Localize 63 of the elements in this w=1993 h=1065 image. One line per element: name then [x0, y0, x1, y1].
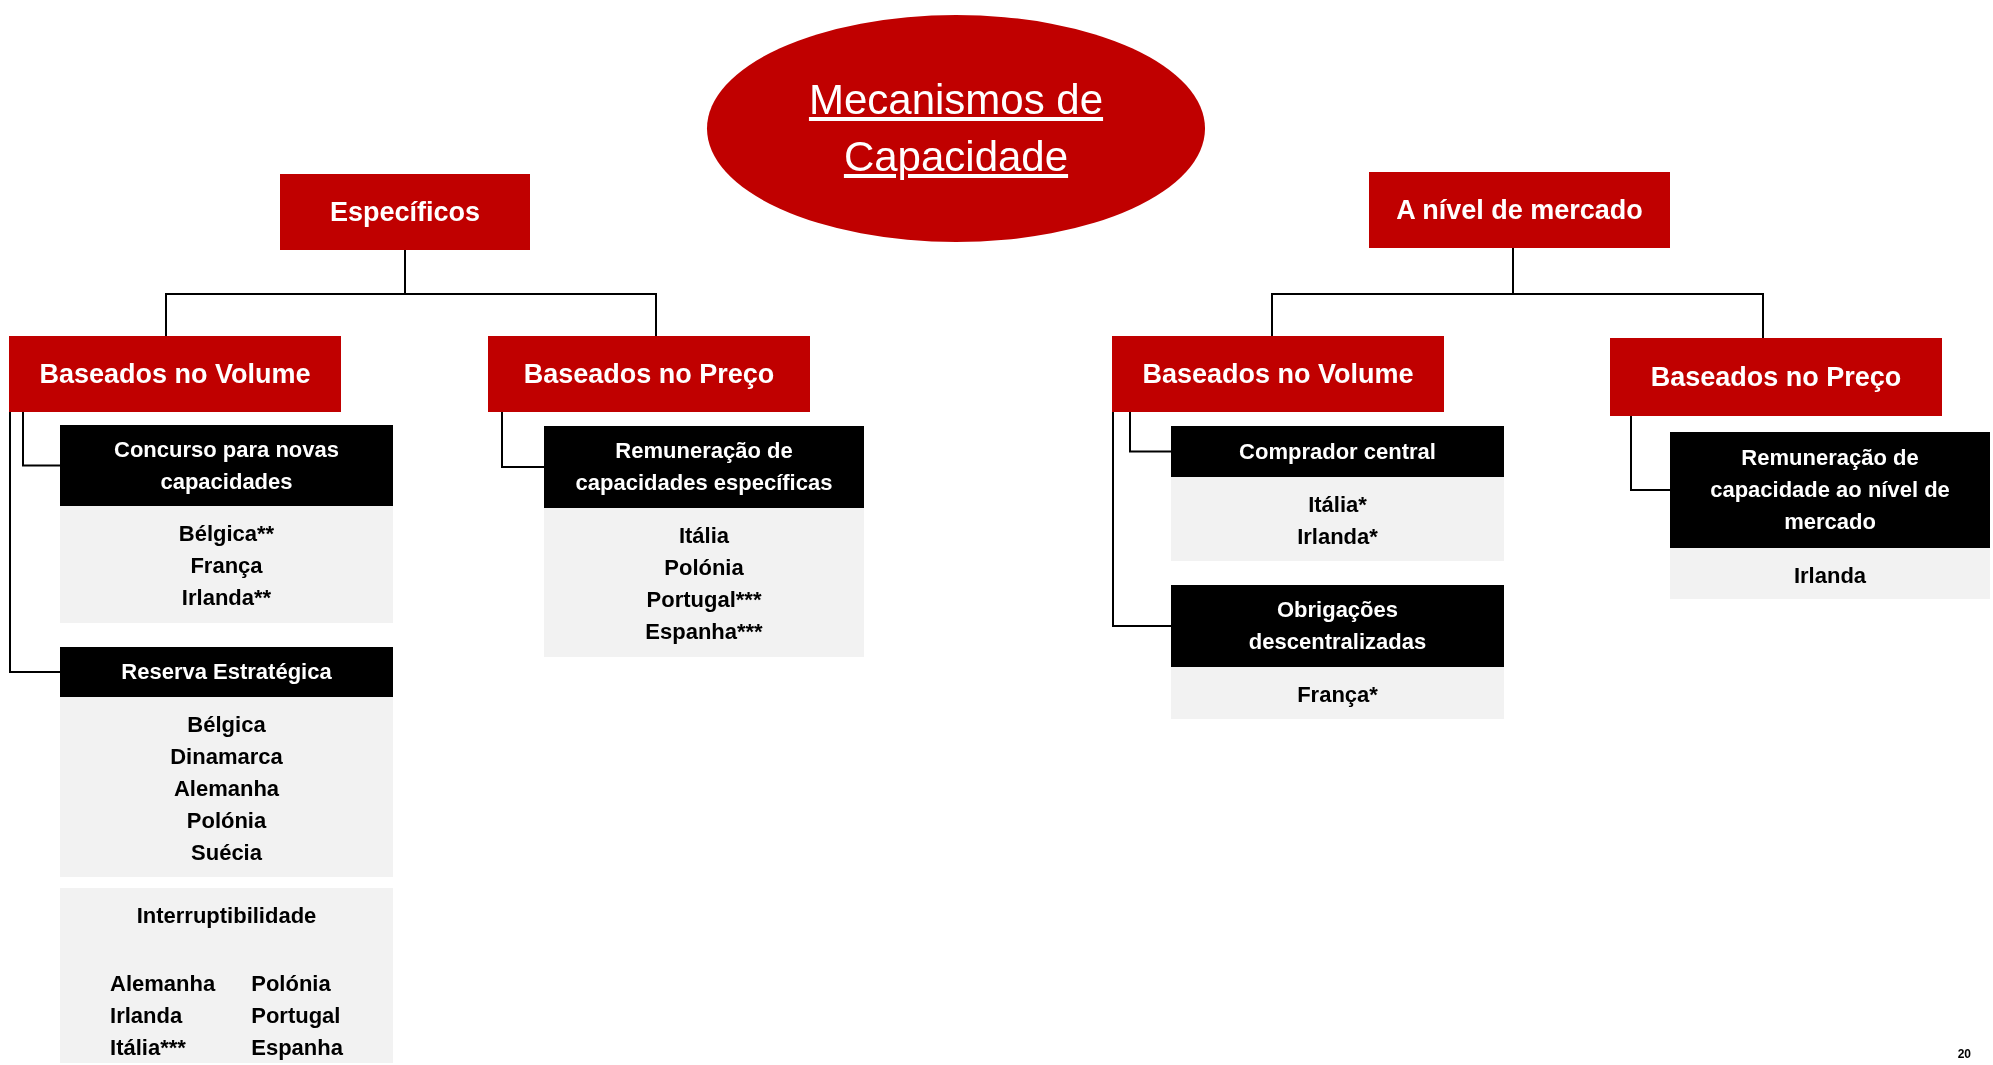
ellipse-label: Mecanismos de Capacidade	[807, 74, 1105, 182]
mechanism-title: Obrigações descentralizadas	[1247, 596, 1428, 656]
country-name: Alemanha	[173, 774, 280, 803]
connector-line	[1112, 411, 1172, 627]
country-name: Polónia	[664, 553, 744, 582]
mechanism-title: Remuneração de capacidade ao nível de mercado	[1710, 444, 1950, 536]
country-list-panel	[60, 506, 393, 623]
country-name: Irlanda	[1793, 562, 1867, 590]
country-name: Itália***	[110, 1033, 187, 1062]
category-title: Baseados no Volume	[1142, 358, 1414, 390]
connector-line	[501, 411, 545, 468]
country-name: Dinamarca	[170, 742, 283, 771]
mechanism-header	[60, 425, 393, 506]
category-title: Baseados no Preço	[1650, 361, 1902, 393]
country-name: Bélgica**	[178, 520, 275, 548]
mechanism-header	[60, 647, 393, 697]
mechanism-title: Concurso para novas capacidades	[113, 435, 340, 496]
country-name: Irlanda*	[1297, 522, 1378, 551]
country-name: França*	[1297, 681, 1378, 709]
category-title: Baseados no Preço	[523, 358, 775, 390]
category-box	[280, 174, 530, 250]
mechanism-header	[1171, 426, 1504, 477]
country-name: Bélgica	[187, 711, 266, 739]
country-name: Espanha	[251, 1033, 343, 1062]
connector-line	[9, 411, 61, 673]
mechanism-title: Interruptibilidade	[136, 902, 317, 930]
connector-line	[22, 411, 61, 467]
country-list-panel	[1670, 548, 1990, 599]
category-title: Baseados no Volume	[39, 358, 311, 390]
category-title: A nível de mercado	[1396, 194, 1643, 226]
country-name: Polónia	[186, 806, 267, 835]
mechanism-header	[1670, 432, 1990, 548]
country-list-panel	[1171, 477, 1504, 561]
country-name: Polónia	[251, 969, 332, 998]
country-list-panel	[544, 508, 864, 657]
connector-line	[1512, 247, 1764, 339]
country-name: Espanha***	[645, 617, 763, 646]
country-name: Irlanda**	[181, 583, 272, 612]
page-number: 20	[1957, 1047, 1971, 1061]
connector-line	[1630, 415, 1671, 491]
country-name: Portugal***	[646, 585, 762, 614]
category-box	[1369, 172, 1670, 248]
country-list-panel	[1171, 667, 1504, 719]
mechanism-title: Remuneração de capacidades específicas	[574, 437, 834, 497]
country-name: Itália*	[1308, 491, 1367, 519]
country-name: Irlanda	[110, 1001, 184, 1030]
connector-line	[1129, 411, 1172, 453]
mechanism-title: Comprador central	[1239, 437, 1436, 466]
category-box	[1112, 336, 1444, 412]
category-box	[9, 336, 341, 412]
mechanism-header	[544, 426, 864, 508]
country-name: França	[190, 551, 263, 580]
country-name: Portugal	[251, 1001, 342, 1030]
country-name: Suécia	[191, 838, 262, 867]
category-box	[488, 336, 810, 412]
country-name: Alemanha	[110, 969, 216, 998]
category-title: Específicos	[329, 196, 481, 228]
connector-line	[404, 249, 657, 337]
mechanism-header	[1171, 585, 1504, 667]
country-list-panel	[60, 697, 393, 877]
mechanism-title: Reserva Estratégica	[121, 658, 332, 687]
category-box	[1610, 338, 1942, 416]
country-name: Itália	[678, 522, 730, 550]
